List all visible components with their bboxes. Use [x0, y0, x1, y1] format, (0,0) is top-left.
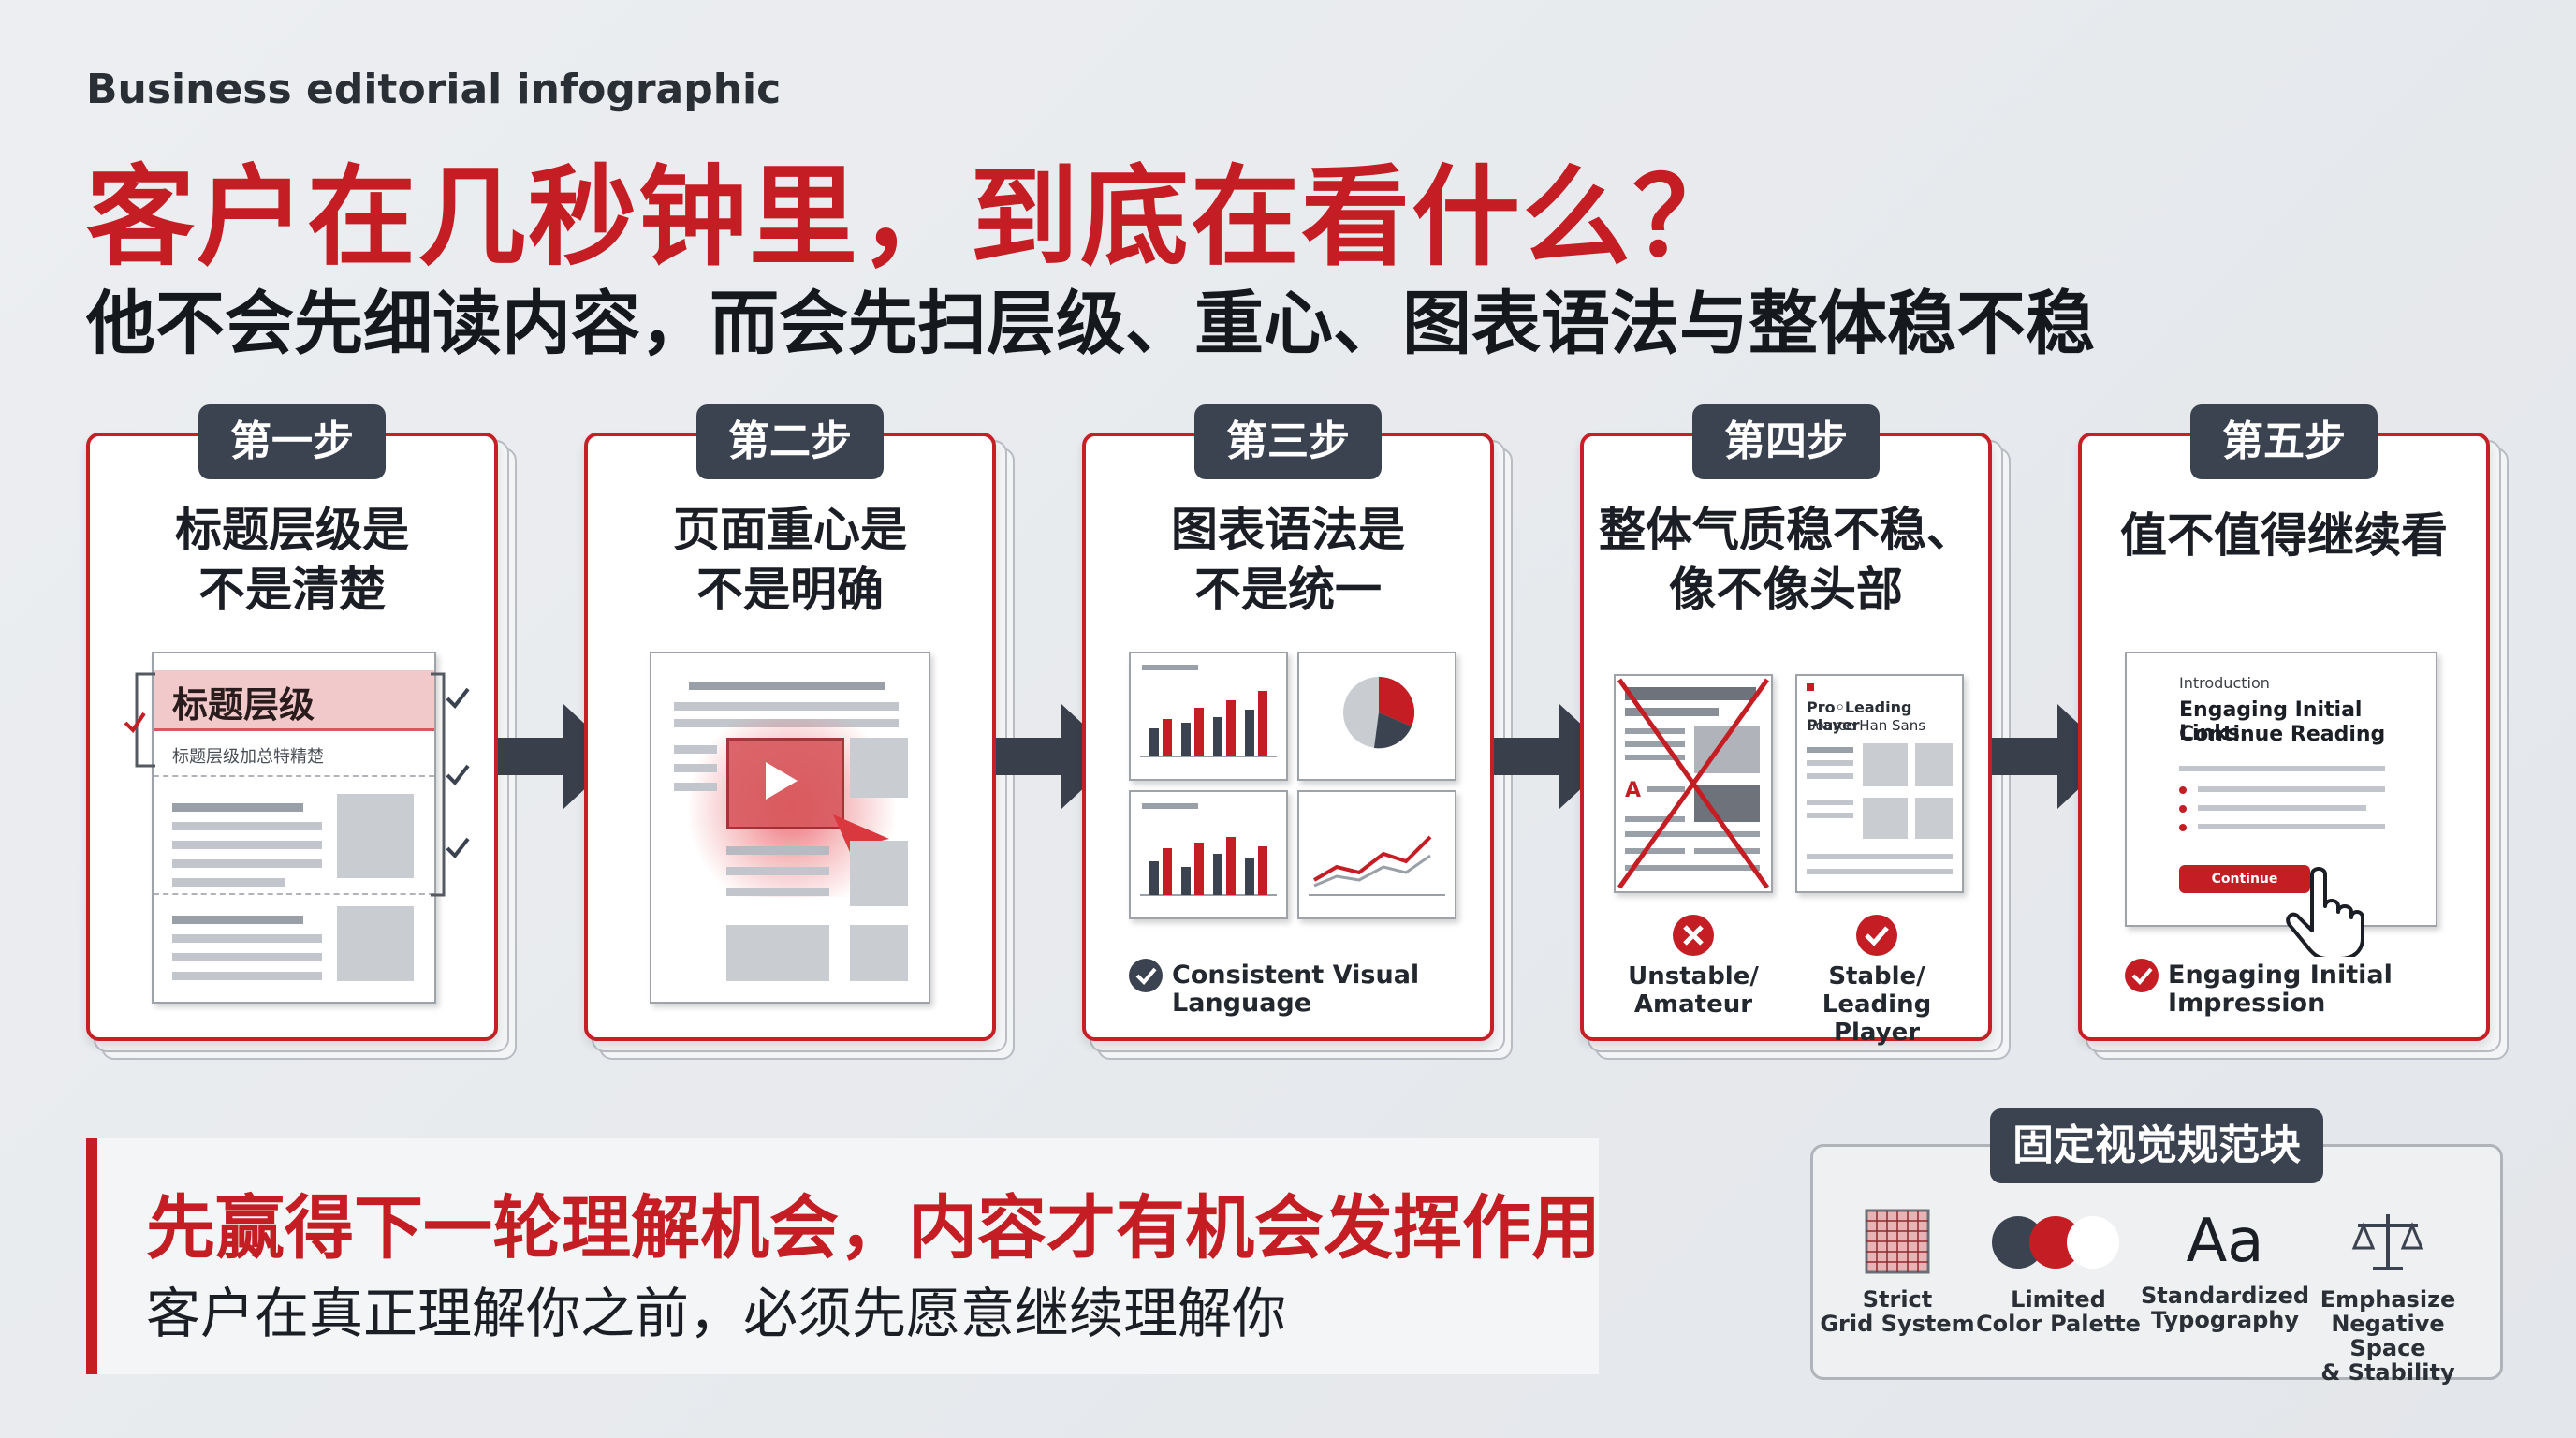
good-caption: Stable/Leading Player: [1822, 962, 1932, 1047]
step-card-3: 图表语法是不是统一: [1082, 433, 1513, 1060]
step-4-title: 整体气质稳不稳、像不像头部: [1599, 503, 1973, 617]
grid-icon: [1865, 1209, 1930, 1274]
continue-reading-button[interactable]: Continue Reading: [2179, 865, 2310, 915]
left-bracket-check-icon: [124, 672, 155, 768]
step-5-tab: 第五步: [2190, 404, 2378, 479]
focus-document: [650, 652, 930, 1004]
step-1-tab: 第一步: [198, 404, 386, 479]
check-circle-icon: [2125, 959, 2159, 992]
doc-subheading: 标题层级加总特精楚: [172, 747, 324, 767]
right-bracket-check-icon: [431, 672, 470, 897]
error-x-icon: [1673, 915, 1714, 956]
step-4-tab: 第四步: [1692, 404, 1880, 479]
success-check-icon: [1856, 915, 1897, 956]
step-1-title: 标题层级是不是清楚: [175, 503, 409, 617]
step-card-1: 标题层级是不是清楚 标题层级 标题层级加总特精楚: [86, 433, 517, 1060]
play-icon: [766, 762, 798, 800]
page-title: 客户在几秒钟里，到底在看什么？: [86, 154, 1743, 281]
hand-cursor-icon: [2286, 867, 2364, 957]
step-card-5: 值不值得继续看 Introduction Engaging Initial Li…: [2078, 433, 2509, 1060]
typography-icon: Aa: [2186, 1207, 2264, 1276]
kicker-label: Business editorial infographic: [86, 66, 782, 113]
doc-heading: 标题层级: [172, 684, 315, 726]
hierarchy-document: 标题层级 标题层级加总特精楚: [152, 652, 436, 1004]
step-card-2: 页面重心是不是明确: [584, 433, 1015, 1060]
step-card-4: 整体气质稳不稳、像不像头部 A Pro◦Leading: [1580, 433, 2011, 1060]
takeaway-panel: 先赢得下一轮理解机会，内容才有机会发挥作用 客户在真正理解你之前，必须先愿意继续…: [86, 1138, 1601, 1374]
check-circle-icon: [1129, 959, 1163, 992]
step-5-caption: Engaging Initial Impression: [2168, 961, 2393, 1018]
unstable-document: A: [1614, 674, 1773, 893]
takeaway-subline: 客户在真正理解你之前，必须先愿意继续理解你: [146, 1282, 1287, 1345]
mini-bar-chart-1: [1129, 652, 1288, 781]
mini-bar-chart-2: [1129, 790, 1288, 919]
page-subtitle: 他不会先细读内容，而会先扫层级、重心、图表语法与整体稳不稳: [86, 284, 2095, 364]
step-5-title: 值不值得继续看: [2120, 508, 2448, 563]
step-2-tab: 第二步: [696, 404, 884, 479]
engaging-document: Introduction Engaging Initial Links. Con…: [2125, 652, 2437, 927]
step-3-title: 图表语法是不是统一: [1171, 503, 1405, 617]
palette-icon: [1992, 1216, 2119, 1269]
step-3-tab: 第三步: [1194, 404, 1382, 479]
bad-caption: Unstable/Amateur: [1628, 962, 1759, 1019]
stable-document: Pro◦Leading Player Source Han Sans: [1795, 674, 1964, 893]
step-2-title: 页面重心是不是明确: [673, 503, 907, 617]
visual-rules-tab: 固定视觉规范块: [1990, 1108, 2323, 1183]
mini-line-chart: [1297, 790, 1456, 919]
balance-icon: [2351, 1214, 2424, 1270]
mini-pie-chart: [1297, 652, 1456, 781]
step-3-caption: Consistent Visual Language: [1172, 961, 1420, 1018]
takeaway-headline: 先赢得下一轮理解机会，内容才有机会发挥作用: [146, 1188, 1601, 1269]
